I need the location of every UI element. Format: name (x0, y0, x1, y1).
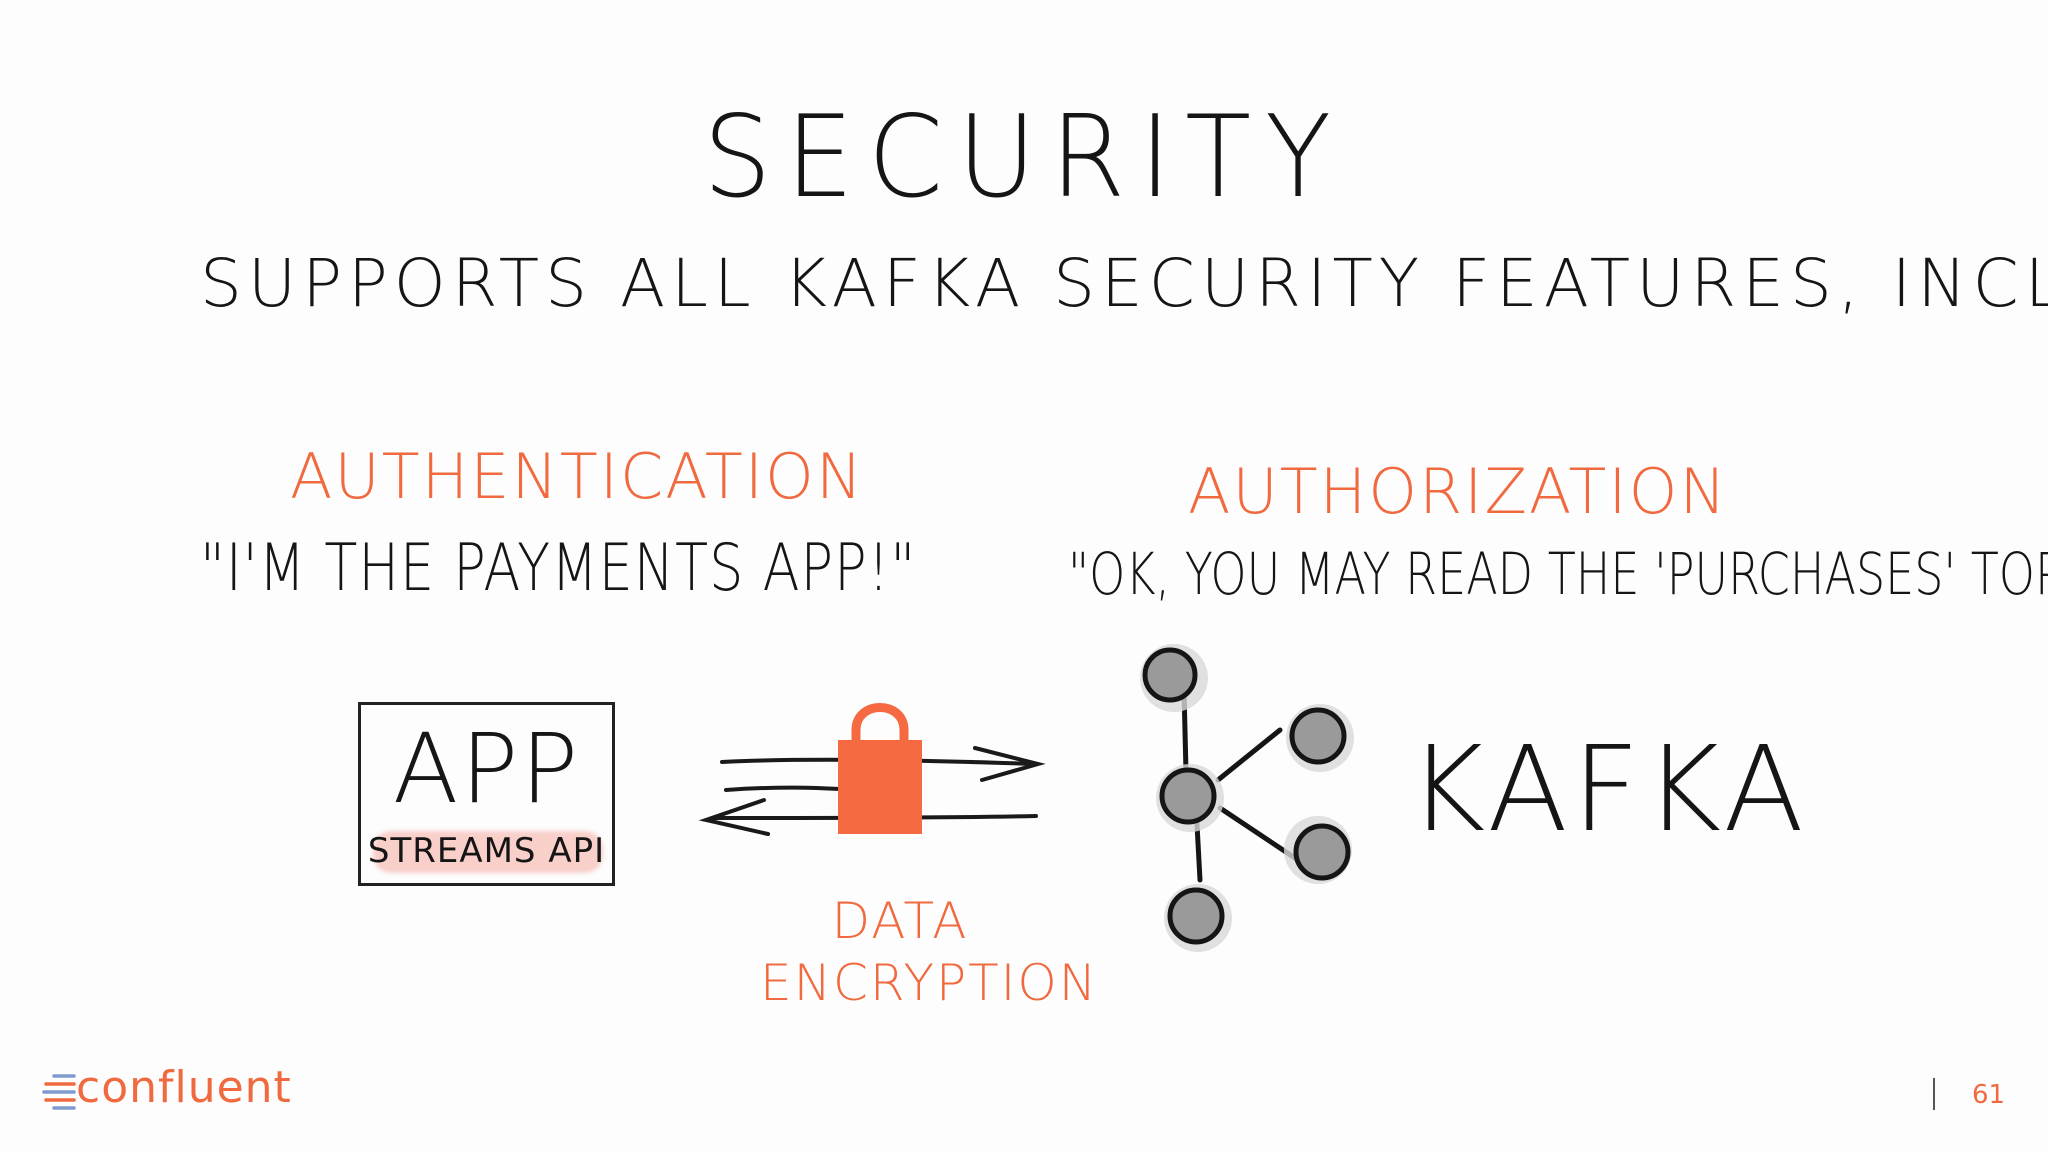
kafka-node (1156, 764, 1224, 832)
padlock-icon (838, 703, 922, 834)
kafka-label: KAFKA (1408, 720, 1808, 858)
authentication-quote: "I'M THE PAYMENTS APP!" (200, 530, 917, 606)
arrow-to-kafka-head (973, 746, 1046, 782)
slide-subtitle: SUPPORTS ALL KAFKA SECURITY FEATURES, IN… (200, 245, 2048, 322)
authorization-quote: "OK, YOU MAY READ THE 'PURCHASES' TOPIC.… (1068, 540, 2048, 608)
page-number: 61 (1972, 1080, 2006, 1110)
page-divider (1933, 1078, 1935, 1110)
app-label: APP (392, 713, 581, 825)
kafka-node (1140, 644, 1208, 712)
streams-api-label: STREAMS API (367, 831, 606, 871)
arrow-to-app-head (698, 798, 770, 836)
app-box: APP STREAMS API (358, 702, 615, 886)
kafka-cluster-icon (1140, 644, 1354, 952)
streams-api-highlight (373, 831, 603, 873)
authentication-heading: AUTHENTICATION (290, 440, 865, 513)
confluent-logo-icon (42, 1074, 76, 1110)
kafka-node (1284, 816, 1352, 884)
data-encryption-label: DATA ENCRYPTION (760, 892, 1099, 1012)
arrow-mid-line (724, 785, 842, 792)
kafka-node (1286, 704, 1354, 772)
confluent-logo-text: confluent (76, 1062, 292, 1113)
kafka-node (1164, 884, 1232, 952)
authorization-heading: AUTHORIZATION (1188, 455, 1728, 528)
slide-title: SECURITY (702, 91, 1346, 224)
